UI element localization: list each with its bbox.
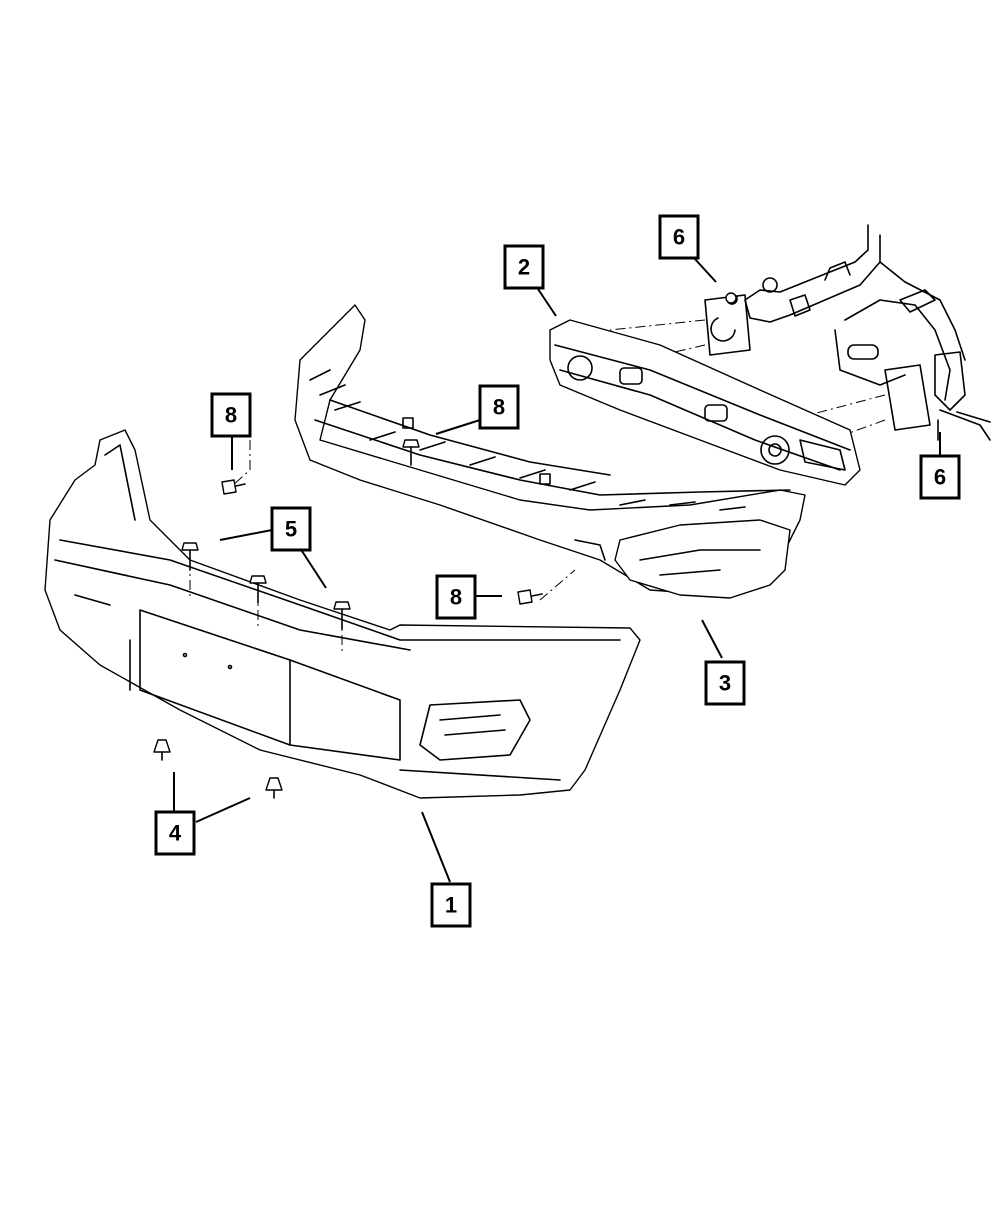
bolt-5c bbox=[333, 601, 351, 630]
callout-8b-label: 8 bbox=[493, 395, 505, 420]
leader-8b bbox=[435, 419, 481, 435]
callout-6b-label: 6 bbox=[934, 465, 946, 490]
callout-3-label: 3 bbox=[719, 671, 731, 696]
bumper-reinforcement-beam bbox=[549, 319, 861, 486]
callout-3: 3 bbox=[704, 660, 746, 706]
callout-4-label: 4 bbox=[169, 821, 182, 846]
bolt-8-center bbox=[402, 439, 420, 466]
leader-5b bbox=[299, 547, 327, 589]
callout-4: 4 bbox=[154, 810, 196, 856]
callout-5-label: 5 bbox=[285, 517, 297, 542]
callout-6a: 6 bbox=[658, 214, 700, 260]
bolt-8-right bbox=[517, 589, 543, 605]
push-pin-4a bbox=[153, 739, 171, 761]
callout-8c-label: 8 bbox=[450, 585, 462, 610]
bumper-bracket bbox=[614, 519, 791, 599]
leader-5a bbox=[219, 529, 273, 541]
bolt-5b bbox=[249, 575, 267, 604]
leader-lines bbox=[173, 257, 941, 883]
callout-8c: 8 bbox=[435, 574, 477, 620]
leader-6a bbox=[693, 257, 717, 283]
bumper-fascia bbox=[44, 429, 641, 799]
leader-3 bbox=[701, 619, 723, 659]
leader-2 bbox=[535, 285, 557, 317]
callout-6b: 6 bbox=[919, 454, 961, 500]
frame-bolt-6a bbox=[725, 292, 737, 304]
callout-2-label: 2 bbox=[518, 255, 530, 280]
callout-5: 5 bbox=[270, 506, 312, 552]
callout-6a-label: 6 bbox=[673, 225, 685, 250]
callout-1-label: 1 bbox=[445, 893, 457, 918]
callout-2: 2 bbox=[503, 244, 545, 290]
push-pin-4b bbox=[265, 777, 283, 799]
callout-1: 1 bbox=[430, 882, 472, 928]
bolt-8-left bbox=[221, 479, 246, 495]
bolt-5a bbox=[181, 542, 199, 571]
callout-8a: 8 bbox=[210, 392, 252, 438]
leader-4b bbox=[195, 797, 251, 823]
callout-8a-label: 8 bbox=[225, 403, 237, 428]
leader-1 bbox=[421, 811, 451, 883]
callout-8b: 8 bbox=[478, 384, 520, 430]
